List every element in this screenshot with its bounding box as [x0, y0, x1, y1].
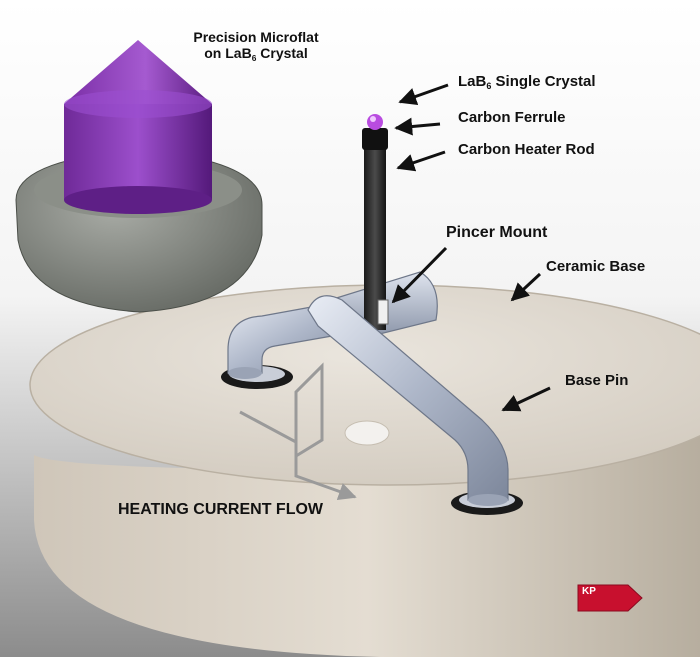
label-base-pin: Base Pin	[565, 372, 629, 389]
crystal-cylinder-bottom	[64, 186, 212, 214]
microflat-line-2: on LaB6 Crystal	[204, 45, 308, 64]
leader-arrows	[391, 83, 551, 412]
arrow-pincer-mount	[391, 246, 448, 304]
label-pincer-mount: Pincer Mount	[446, 224, 548, 241]
arrow-base-pin	[501, 386, 551, 412]
pincer-jaw	[377, 299, 389, 325]
left-pin-end	[228, 367, 262, 379]
label-precision-microflat: Precision Microflat on LaB6 Crystal	[186, 29, 326, 64]
label-carbon-heater-rod: Carbon Heater Rod	[458, 141, 595, 158]
kp-badge-text: KP	[582, 586, 596, 597]
arrow-ceramic-base	[510, 272, 542, 302]
label-carbon-ferrule: Carbon Ferrule	[458, 109, 566, 126]
lab6-single-crystal	[367, 114, 383, 130]
center-dimple	[344, 420, 390, 446]
arrow-single-crystal	[398, 83, 449, 106]
carbon-heater-rod	[364, 130, 386, 330]
label-lab6-single-crystal: LaB6 Single Crystal	[458, 73, 596, 92]
crystal-cylinder	[64, 104, 212, 200]
label-ceramic-base: Ceramic Base	[546, 258, 646, 275]
crystal-cone	[64, 40, 212, 104]
arrow-carbon-ferrule	[394, 117, 441, 136]
crystal-cone-rim	[64, 90, 212, 118]
heating-current-arrow	[239, 362, 357, 501]
right-base-pin	[307, 295, 509, 501]
label-heating-current-flow: HEATING CURRENT FLOW	[118, 501, 324, 518]
ceramic-base-side	[34, 372, 700, 657]
arrow-carbon-heater-rod	[396, 150, 446, 172]
crystal-highlight	[370, 116, 376, 122]
microflat-line-1: Precision Microflat	[193, 29, 319, 45]
carbon-ferrule	[362, 128, 388, 150]
kp-badge	[577, 584, 643, 612]
right-pin-end	[468, 494, 508, 506]
